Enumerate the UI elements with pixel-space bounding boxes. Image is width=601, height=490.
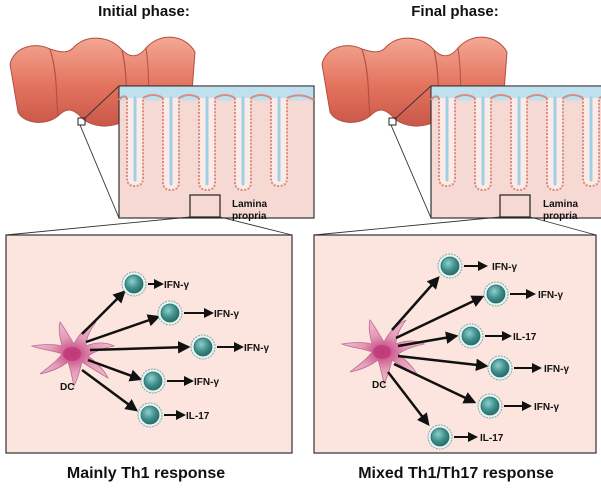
panel-initial: Initial phase: Lamina propria DC <box>5 3 316 482</box>
region-label: propria <box>543 211 578 222</box>
t-cell <box>487 355 513 381</box>
panel-final: Final phase: Lamina propria DC <box>313 3 601 482</box>
cytokine-label: IFN-γ <box>544 364 569 375</box>
dc-label: DC <box>60 382 74 393</box>
t-cell <box>190 334 216 360</box>
cytokine-label: IFN-γ <box>492 262 517 273</box>
arrow <box>395 295 485 340</box>
cytokine-label: IFN-γ <box>244 343 269 354</box>
region-label: Lamina <box>543 199 578 210</box>
region-label: Lamina <box>232 199 267 210</box>
t-cell <box>121 271 147 297</box>
cytokine-label: IFN-γ <box>194 377 219 388</box>
zoom-line <box>219 216 293 236</box>
arrow <box>85 314 161 344</box>
zoom-marker <box>388 117 397 126</box>
cytokine-label: IFN-γ <box>164 280 189 291</box>
t-cell <box>458 323 484 349</box>
cytokine-label: IFN-γ <box>534 402 559 413</box>
t-cell <box>157 300 183 326</box>
t-cell <box>140 368 166 394</box>
zoom-line <box>84 85 120 119</box>
zoom-line <box>390 124 432 219</box>
t-cell <box>137 402 163 428</box>
arrow <box>89 341 191 354</box>
phase-title: Final phase: <box>411 3 499 20</box>
cytokine-label: IL-17 <box>480 433 504 444</box>
phase-title: Initial phase: <box>98 3 190 20</box>
arrow <box>81 290 126 335</box>
cytokine-label: IL-17 <box>186 411 210 422</box>
t-cell <box>483 281 509 307</box>
lamina-propria-marker <box>189 194 221 218</box>
t-cell <box>477 393 503 419</box>
zoom-line <box>395 85 432 119</box>
arrow <box>391 276 440 331</box>
arrow <box>81 368 139 412</box>
dc-label: DC <box>372 380 386 391</box>
zoom-marker <box>77 117 86 126</box>
zoom-line <box>313 216 501 236</box>
response-caption: Mainly Th1 response <box>67 465 225 482</box>
response-caption: Mixed Th1/Th17 response <box>358 465 554 482</box>
zoom-line <box>529 216 597 236</box>
arrow <box>393 362 477 404</box>
arrow <box>397 354 489 372</box>
lamina-propria-marker <box>499 194 531 218</box>
t-cell <box>427 424 453 450</box>
crypt-inset <box>117 84 316 220</box>
cytokine-label: IFN-γ <box>214 309 239 320</box>
zoom-line <box>79 124 120 219</box>
region-label: propria <box>232 211 267 222</box>
t-cell <box>437 253 463 279</box>
arrow <box>87 358 143 382</box>
arrow <box>387 371 430 426</box>
zoom-line <box>5 216 191 236</box>
cytokine-label: IFN-γ <box>538 290 563 301</box>
cytokine-label: IL-17 <box>513 332 537 343</box>
arrow <box>397 331 459 348</box>
